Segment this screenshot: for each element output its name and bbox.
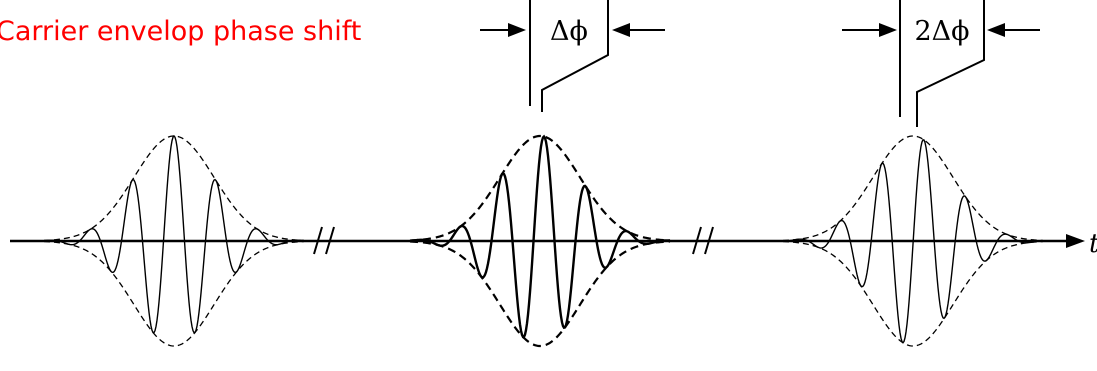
phase-label-1: Δϕ — [550, 16, 588, 47]
pulse-2-envelope-top — [409, 134, 671, 242]
pulse-3-carrier-wave — [782, 138, 1044, 344]
marker-2-right-line — [916, 0, 985, 127]
marker-2-right-arrow — [987, 23, 1040, 37]
axis-break-2 — [692, 226, 714, 255]
title-arrow — [480, 23, 526, 37]
pulse-1 — [43, 134, 305, 347]
axis-arrowhead — [1066, 234, 1085, 248]
pulse-1-carrier-wave — [43, 134, 305, 334]
pulse-2-envelope-bottom — [409, 240, 671, 348]
axis-break-1 — [313, 226, 335, 255]
time-axis: t — [10, 229, 1097, 259]
axis-label: t — [1089, 229, 1097, 259]
diagram-title: Carrier envelop phase shift — [0, 16, 361, 47]
pulse-3-envelope-bottom — [782, 240, 1044, 347]
pulse-1-envelope-bottom — [43, 240, 305, 347]
marker-1-right-line — [541, 0, 609, 112]
marker-1-right-arrow — [612, 23, 665, 37]
pulse-2-carrier-wave — [409, 134, 671, 339]
pulse-1-envelope-top — [43, 135, 305, 242]
pulse-3-envelope-top — [782, 135, 1044, 242]
phase-marker-2: 2Δϕ — [842, 0, 1040, 127]
phase-label-2: 2Δϕ — [914, 16, 969, 47]
pulse-3 — [782, 135, 1044, 347]
pulse-2 — [409, 134, 671, 348]
marker-2-left-arrow — [879, 23, 897, 37]
phase-marker-1: Δϕ — [529, 0, 665, 112]
